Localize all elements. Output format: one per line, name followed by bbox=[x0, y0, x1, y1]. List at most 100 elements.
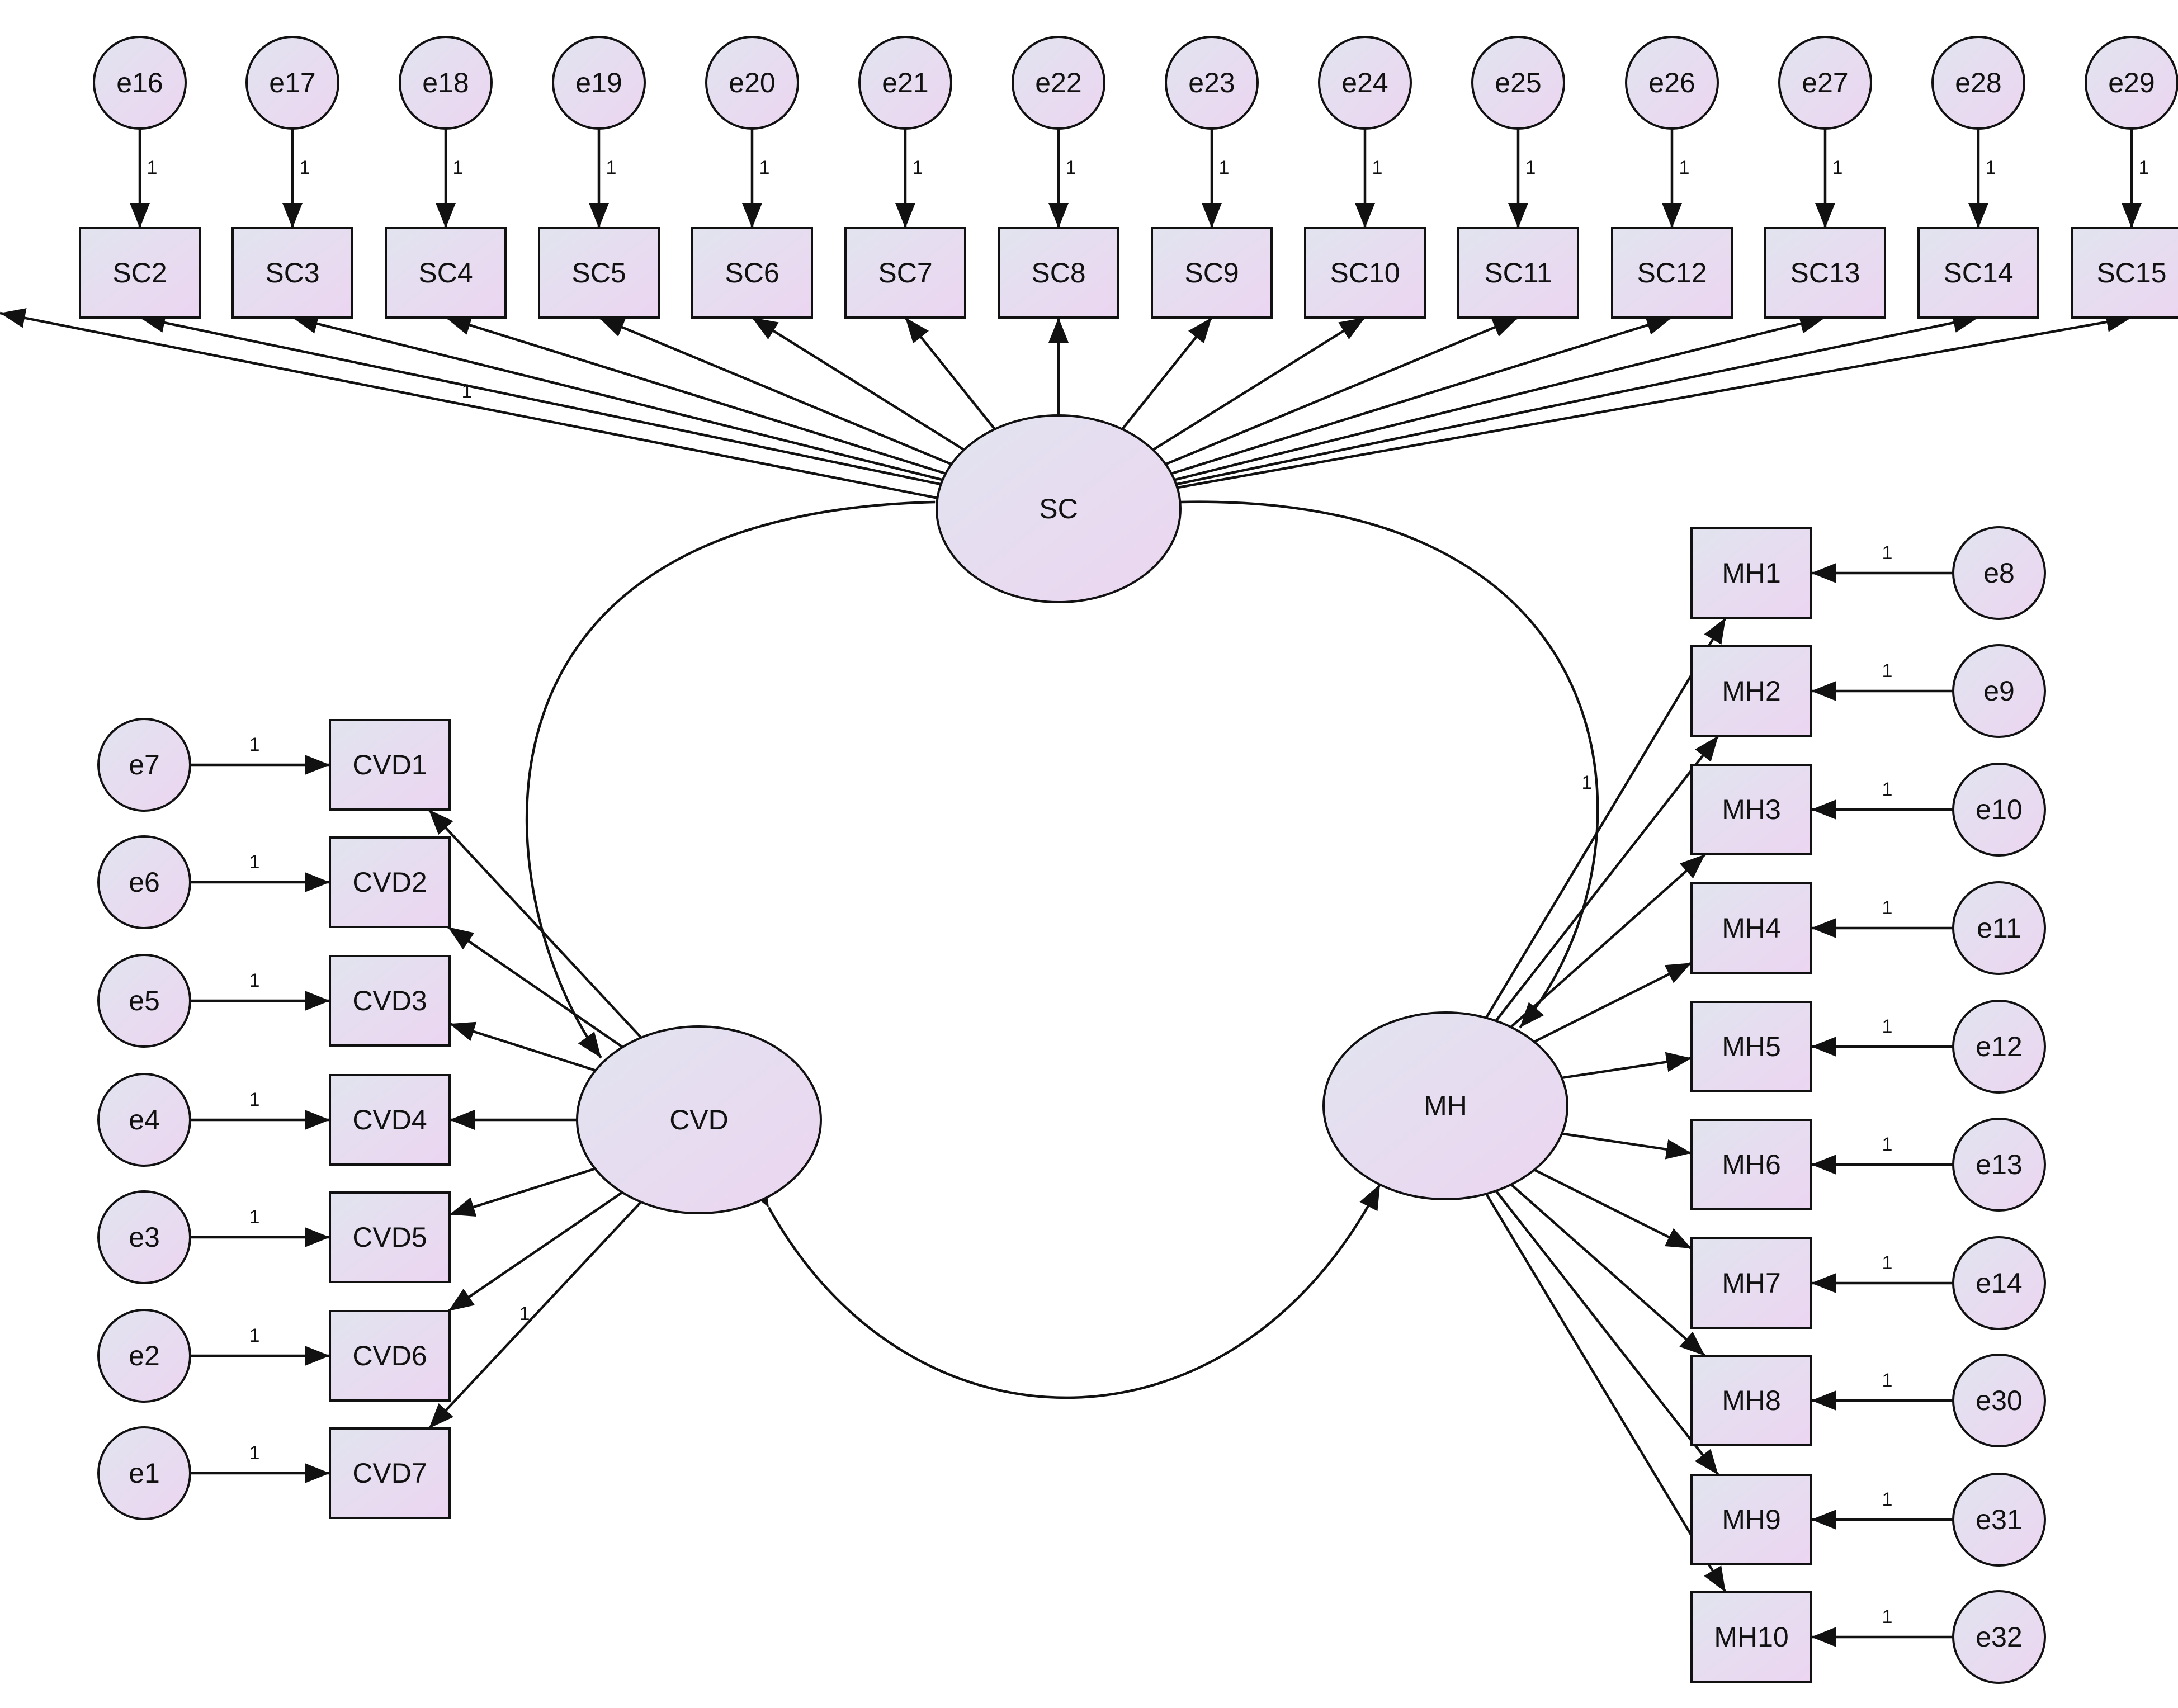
error-weight-e23: 1 bbox=[1219, 157, 1230, 178]
error-e17-circle bbox=[245, 36, 339, 130]
error-e7-circle bbox=[97, 718, 191, 812]
mh-item-mh5-box bbox=[1690, 1001, 1812, 1092]
mh-item-mh10-box bbox=[1690, 1591, 1812, 1683]
error-weight-e19: 1 bbox=[606, 157, 617, 178]
cvd-item-cvd2-box bbox=[329, 836, 451, 928]
error-e2-circle bbox=[97, 1309, 191, 1403]
mh-item-mh6-box bbox=[1690, 1119, 1812, 1210]
cvd-item-cvd4[interactable]: CVD4 bbox=[329, 1074, 451, 1166]
error-e8[interactable]: e8 bbox=[1952, 526, 2046, 620]
sc-item-sc7[interactable]: SC7 bbox=[844, 227, 966, 319]
error-e6[interactable]: e6 bbox=[97, 835, 191, 929]
error-e19[interactable]: e19 bbox=[552, 36, 646, 130]
error-e28[interactable]: e28 bbox=[1931, 36, 2025, 130]
latent-mh[interactable]: MH bbox=[1322, 1011, 1568, 1200]
error-e12[interactable]: e12 bbox=[1952, 1000, 2046, 1094]
error-e21[interactable]: e21 bbox=[858, 36, 952, 130]
mh-item-mh7[interactable]: MH7 bbox=[1690, 1237, 1812, 1329]
mh-item-mh8[interactable]: MH8 bbox=[1690, 1355, 1812, 1446]
sc-item-sc10[interactable]: SC10 bbox=[1304, 227, 1426, 319]
mh-item-mh1[interactable]: MH1 bbox=[1690, 527, 1812, 619]
error-e18[interactable]: e18 bbox=[399, 36, 493, 130]
error-e20[interactable]: e20 bbox=[705, 36, 799, 130]
error-e29-label: e29 bbox=[2108, 67, 2155, 98]
cvd-item-cvd6[interactable]: CVD6 bbox=[329, 1310, 451, 1402]
error-e30[interactable]: e30 bbox=[1952, 1354, 2046, 1447]
error-e10[interactable]: e10 bbox=[1952, 763, 2046, 857]
error-weight-e28: 1 bbox=[1986, 157, 1996, 178]
cvd-item-cvd1-label: CVD1 bbox=[352, 749, 427, 780]
mh-item-mh10[interactable]: MH10 bbox=[1690, 1591, 1812, 1683]
error-e11[interactable]: e11 bbox=[1952, 881, 2046, 975]
error-e16[interactable]: e16 bbox=[93, 36, 187, 130]
error-e12-circle bbox=[1952, 1000, 2046, 1094]
sc-item-sc8[interactable]: SC8 bbox=[998, 227, 1119, 319]
sc-item-sc11[interactable]: SC11 bbox=[1457, 227, 1579, 319]
sc-item-sc4[interactable]: SC4 bbox=[385, 227, 507, 319]
error-e9[interactable]: e9 bbox=[1952, 644, 2046, 738]
sc-item-sc13-box bbox=[1764, 227, 1886, 319]
error-e14[interactable]: e14 bbox=[1952, 1236, 2046, 1330]
cvd-item-cvd2[interactable]: CVD2 bbox=[329, 836, 451, 928]
error-e31-label: e31 bbox=[1976, 1504, 2022, 1535]
error-e5[interactable]: e5 bbox=[97, 954, 191, 1048]
error-e22[interactable]: e22 bbox=[1012, 36, 1105, 130]
error-weight-e9: 1 bbox=[1882, 660, 1893, 682]
error-e31-circle bbox=[1952, 1473, 2046, 1567]
cvd-loading-cvd6 bbox=[447, 1191, 623, 1312]
error-e24[interactable]: e24 bbox=[1318, 36, 1412, 130]
error-e4[interactable]: e4 bbox=[97, 1073, 191, 1167]
mh-item-mh3[interactable]: MH3 bbox=[1690, 764, 1812, 855]
error-e25[interactable]: e25 bbox=[1471, 36, 1565, 130]
cvd-item-cvd7[interactable]: CVD7 bbox=[329, 1427, 451, 1519]
cvd-fixed-weight: 1 bbox=[519, 1303, 530, 1324]
sc-item-sc11-box bbox=[1457, 227, 1579, 319]
error-e26[interactable]: e26 bbox=[1625, 36, 1719, 130]
error-e17-label: e17 bbox=[269, 67, 315, 98]
error-e27[interactable]: e27 bbox=[1778, 36, 1872, 130]
cvd-loading-cvd5 bbox=[449, 1167, 596, 1217]
error-weight-e26: 1 bbox=[1679, 157, 1690, 178]
sc-item-sc5[interactable]: SC5 bbox=[538, 227, 660, 319]
error-e13-circle bbox=[1952, 1118, 2046, 1212]
error-e6-label: e6 bbox=[129, 867, 160, 898]
mh-item-mh6[interactable]: MH6 bbox=[1690, 1119, 1812, 1210]
sc-item-sc12[interactable]: SC12 bbox=[1611, 227, 1733, 319]
mh-item-mh9[interactable]: MH9 bbox=[1690, 1474, 1812, 1565]
error-e19-label: e19 bbox=[575, 67, 622, 98]
covariance-sc-cvd bbox=[525, 491, 961, 1059]
mh-item-mh4[interactable]: MH4 bbox=[1690, 882, 1812, 974]
sc-loading-sc2 bbox=[139, 313, 942, 486]
error-e3[interactable]: e3 bbox=[97, 1190, 191, 1284]
mh-item-mh2-label: MH2 bbox=[1722, 675, 1781, 707]
error-e23[interactable]: e23 bbox=[1165, 36, 1259, 130]
error-e22-label: e22 bbox=[1035, 67, 1081, 98]
error-e3-label: e3 bbox=[129, 1222, 160, 1253]
error-e29[interactable]: e29 bbox=[2085, 36, 2178, 130]
error-e7[interactable]: e7 bbox=[97, 718, 191, 812]
cvd-item-cvd1[interactable]: CVD1 bbox=[329, 719, 451, 811]
latent-sc[interactable]: SC bbox=[936, 414, 1182, 603]
sc-item-sc15[interactable]: SC15 bbox=[2071, 227, 2178, 319]
error-e2[interactable]: e2 bbox=[97, 1309, 191, 1403]
cvd-item-cvd3[interactable]: CVD3 bbox=[329, 955, 451, 1047]
sc-item-sc2-label: SC2 bbox=[112, 257, 167, 288]
error-e31[interactable]: e31 bbox=[1952, 1473, 2046, 1567]
sc-item-sc9-label: SC9 bbox=[1184, 257, 1239, 288]
cvd-item-cvd5[interactable]: CVD5 bbox=[329, 1191, 451, 1283]
sc-item-sc9[interactable]: SC9 bbox=[1151, 227, 1273, 319]
latent-cvd[interactable]: CVD bbox=[576, 1025, 822, 1214]
error-weight-e20: 1 bbox=[759, 157, 770, 178]
sc-item-sc14[interactable]: SC14 bbox=[1917, 227, 2039, 319]
error-e1[interactable]: e1 bbox=[97, 1426, 191, 1520]
error-e32[interactable]: e32 bbox=[1952, 1590, 2046, 1684]
sc-item-sc13[interactable]: SC13 bbox=[1764, 227, 1886, 319]
sc-item-sc6[interactable]: SC6 bbox=[691, 227, 813, 319]
mh-item-mh5[interactable]: MH5 bbox=[1690, 1001, 1812, 1092]
mh-item-mh2[interactable]: MH2 bbox=[1690, 645, 1812, 737]
sc-item-sc2[interactable]: SC2 bbox=[79, 227, 201, 319]
error-e13[interactable]: e13 bbox=[1952, 1118, 2046, 1212]
error-e1-label: e1 bbox=[129, 1458, 160, 1489]
sc-item-sc3[interactable]: SC3 bbox=[231, 227, 353, 319]
error-e17[interactable]: e17 bbox=[245, 36, 339, 130]
